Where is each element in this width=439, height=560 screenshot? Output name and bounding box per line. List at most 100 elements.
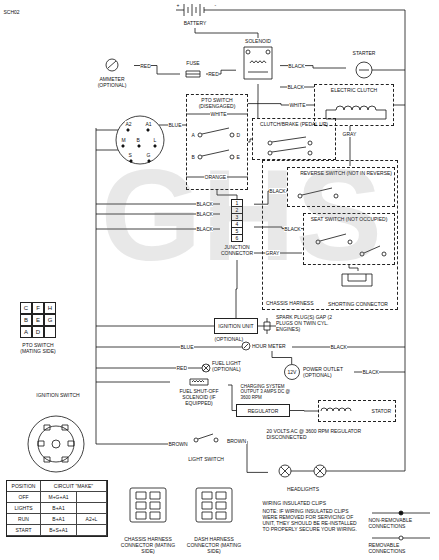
wire-color-label: BLACK (284, 226, 301, 232)
harness-connector-face (130, 488, 166, 522)
wire-color-label: WHITE (289, 102, 306, 108)
reverse-switch-contacts (334, 194, 338, 198)
table-cell (77, 525, 107, 536)
regulator: REGULATOR (236, 404, 290, 417)
pin-letter: B (20, 314, 32, 326)
stator-coil (321, 408, 351, 411)
ammeter-symbol (106, 59, 118, 71)
wire-connector (349, 265, 358, 271)
wire-connector (290, 410, 318, 412)
ignition-switch-face (44, 425, 50, 430)
stator-coil (321, 408, 351, 411)
part-label: CHASSIS HARNESS (266, 300, 316, 306)
fuel-light: FUEL LIGHT (OPTIONAL) (212, 360, 252, 376)
harness-connector-face (196, 488, 232, 522)
clutch-brake-switch: CLUTCH/BRAKE (PEDAL UP) (252, 118, 336, 160)
terminal-sign: + (176, 2, 180, 8)
stator: STATOR (318, 400, 396, 422)
starter-motor: STARTER (346, 50, 382, 80)
solenoid-symbol (244, 47, 272, 79)
part-label: JUNCTION CONNECTOR (220, 244, 254, 256)
ignition-switch-symbol (147, 129, 149, 131)
table-cell: POSITION (7, 481, 41, 492)
headlights: HEADLIGHTS (268, 464, 338, 492)
solenoid-symbol (244, 47, 272, 79)
starter-motor-symbol (356, 62, 372, 78)
wire (96, 87, 350, 471)
wire-connector (226, 441, 268, 472)
wire-color-label: BLACK (362, 369, 379, 375)
ignition-unit: IGNITION UNIT (214, 318, 258, 334)
part-label: AMMETER (OPTIONAL) (90, 76, 134, 88)
part-label: IGNITION SWITCH (10, 392, 106, 398)
light-switch-symbol (194, 438, 198, 442)
table-cell: RUN (7, 514, 41, 525)
terminal-letter: M (121, 137, 126, 143)
table-cell: B+A1 (41, 503, 77, 514)
ignition-switch-face (62, 425, 68, 430)
ignition-switch-face (68, 441, 74, 446)
part-label: FUEL LIGHT (OPTIONAL) (212, 360, 252, 372)
wire-color-label: BLUE (180, 344, 194, 350)
part-label: STARTER (346, 50, 382, 56)
clutch-brake-contacts (308, 141, 312, 145)
clutch-brake-contacts (308, 151, 312, 155)
junction-connector: 123456JUNCTION CONNECTOR (220, 200, 254, 260)
fuse-symbol (186, 74, 200, 75)
fuel-solenoid: FUEL SHUT-OFF SOLENOID (IF EQUIPPED) (170, 376, 228, 406)
table-cell: B+S+A1 (41, 525, 77, 536)
part-label: SEAT SWITCH (NOT OCCUPIED) (306, 216, 392, 222)
terminal-letter: G (146, 152, 151, 158)
legend-text: NON-REMOVABLE CONNECTIONS (368, 517, 435, 529)
dash-harness-connector: DASH HARNESS CONNECTOR (MATING SIDE) (186, 486, 242, 554)
pto-contacts (198, 155, 202, 159)
shorting-connector-symbol (342, 274, 372, 286)
fuse: FUSE (180, 60, 206, 80)
pin-letter: G (44, 314, 56, 326)
pin-cell (44, 326, 56, 338)
harness-connector-face (136, 492, 146, 499)
part-label: IGNITION UNIT (215, 323, 257, 329)
ignition-switch-face (52, 440, 60, 448)
ignition-switch-symbol (116, 116, 164, 164)
hour-meter: HOUR METER (252, 341, 292, 351)
harness-connector-face (150, 502, 160, 509)
seat-switch-contacts (320, 234, 380, 253)
wire-color-label: BLACK (287, 84, 304, 90)
ignition-switch: IGNITION SWITCH (10, 392, 106, 476)
seat-switch-contacts (316, 240, 320, 244)
light-switch-symbol (214, 438, 218, 442)
light-switch: LIGHT SWITCH (186, 434, 226, 462)
ignition-switch-symbol (148, 160, 150, 162)
wire-color-label: RED (208, 71, 220, 77)
legend-text: REMOVABLE CONNECTIONS (368, 542, 435, 554)
wire-color-label: BROWN (226, 438, 246, 444)
pto-contacts (198, 133, 202, 137)
ignition-switch-face (28, 416, 84, 472)
ignition-switch-face (28, 416, 84, 472)
solenoid-symbol (246, 50, 250, 54)
table-cell: M+G+A1 (41, 492, 77, 503)
part-label: CHASSIS HARNESS CONNECTOR (MATING SIDE) (120, 536, 176, 554)
ignition-switch-symbol (127, 129, 129, 131)
terminal-letter: A (191, 132, 195, 138)
ammeter: AMMETER (OPTIONAL) (90, 58, 134, 88)
solenoid: SOLENOID (236, 38, 280, 84)
battery-symbol (176, 4, 204, 16)
harness-connector-face (216, 492, 226, 499)
part-label: 12V (284, 369, 300, 375)
harness-connector-face (130, 488, 232, 522)
part-label: SHORTING CONNECTOR (321, 301, 395, 307)
fuel-light-symbol (203, 365, 209, 371)
ammeter-symbol (106, 59, 118, 71)
shorting-connector: SHORTING CONNECTOR (321, 271, 395, 307)
terminal-sign: - (214, 2, 217, 8)
pin-letter: A (20, 326, 32, 338)
ammeter-symbol (108, 61, 116, 68)
pin-letter: F (32, 302, 44, 314)
hour-meter-symbol (242, 342, 250, 350)
part-label: BATTERY (172, 20, 218, 26)
clutch-brake-contacts (268, 137, 312, 155)
clutch-brake-contacts (268, 151, 272, 155)
fuel-solenoid-symbol (190, 379, 208, 385)
